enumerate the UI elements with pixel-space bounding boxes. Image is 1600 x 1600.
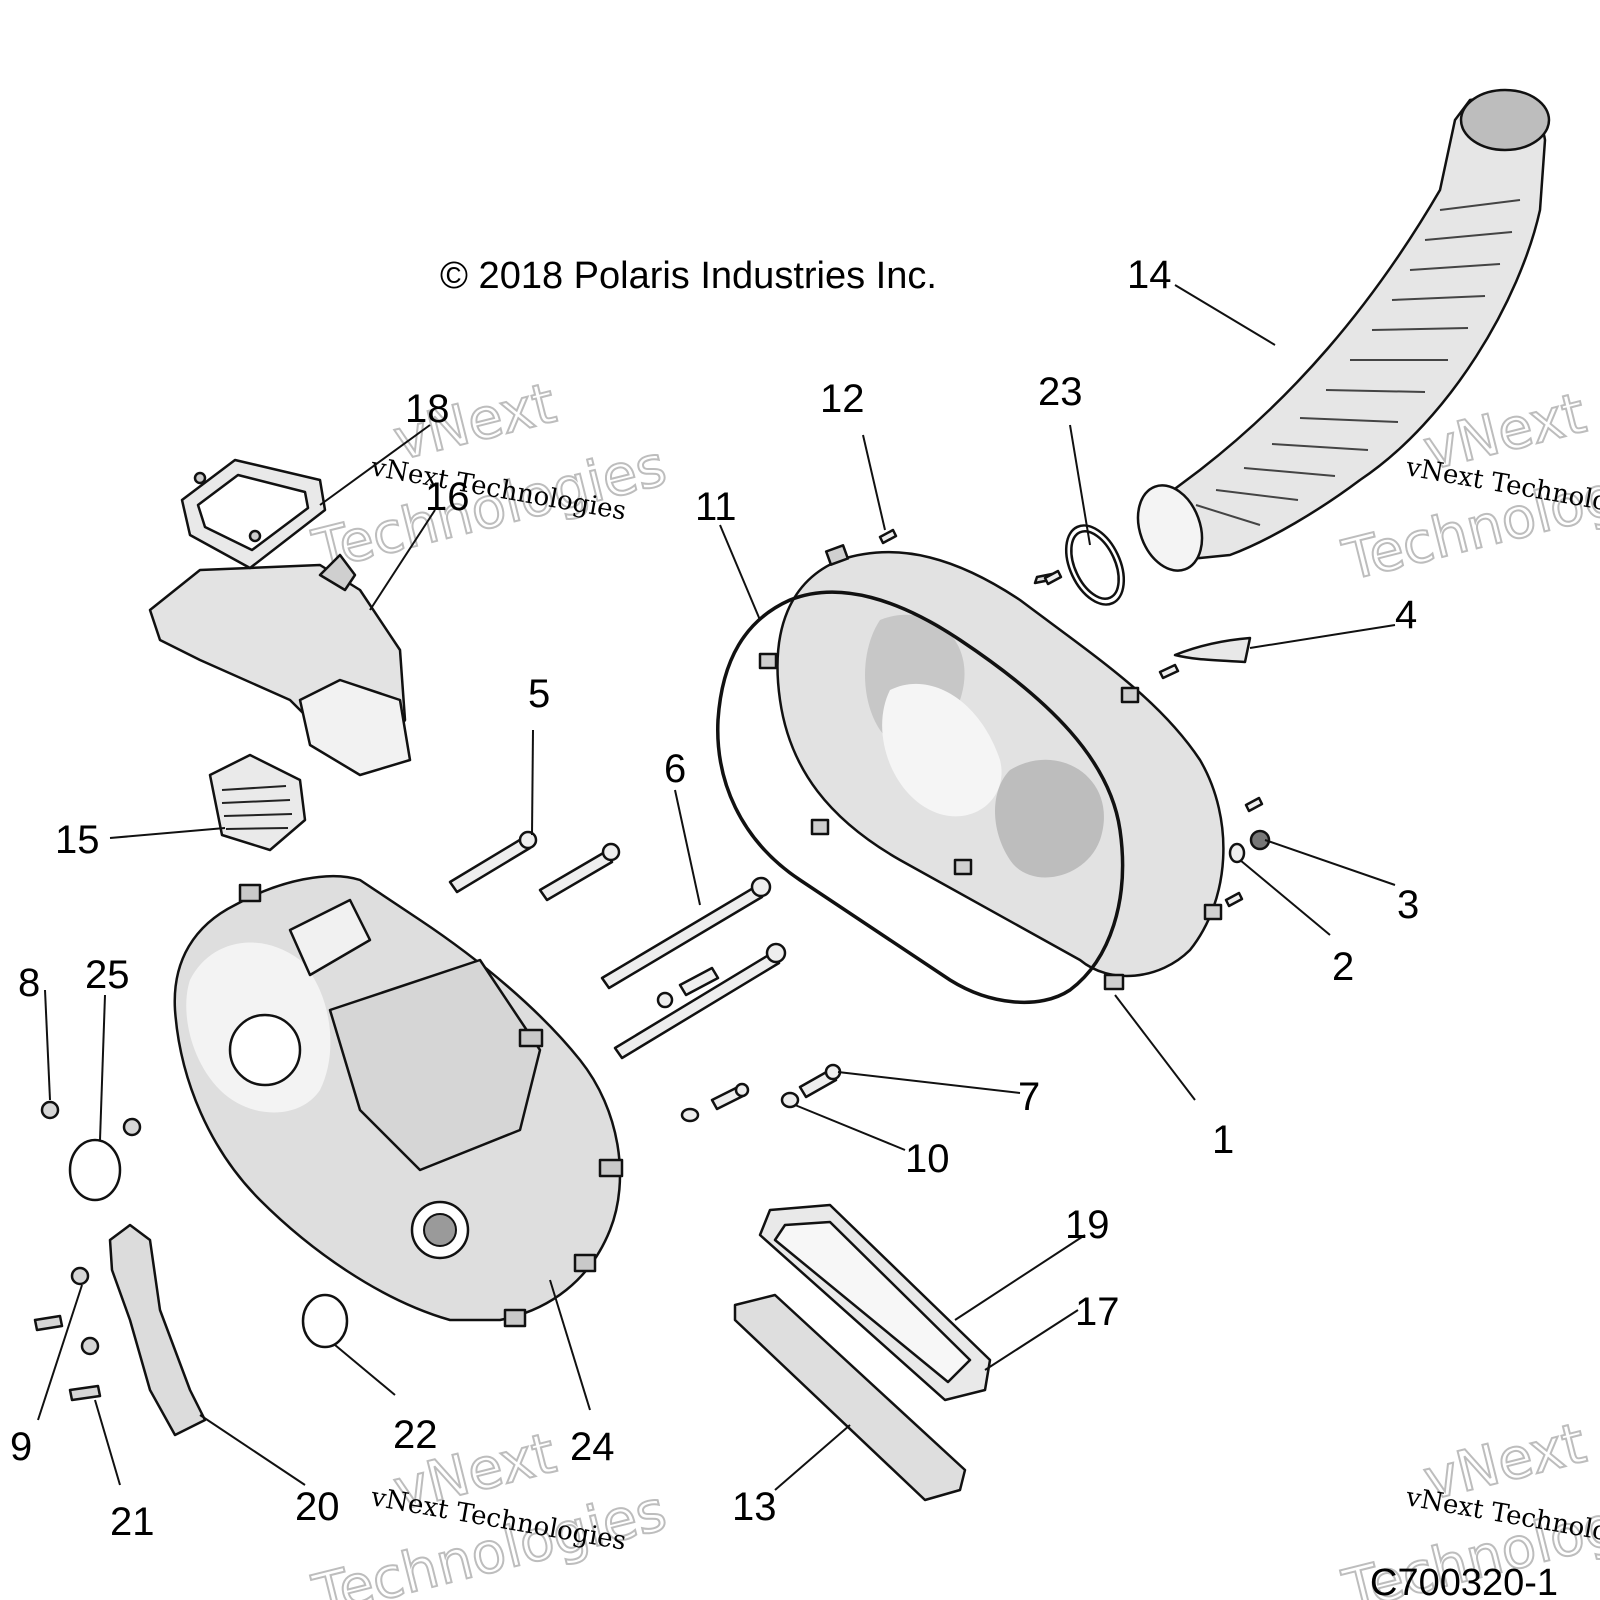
callout-9: 9 [10,1425,32,1469]
part-1-outer-cover [758,544,1225,991]
part-17-panel [758,1203,992,1402]
callout-23: 23 [1038,370,1083,414]
callout-2: 2 [1332,945,1354,989]
part-16-shroud [148,553,412,777]
callout-6: 6 [664,747,686,791]
part-11-gasket [716,590,1125,1005]
callout-16: 16 [425,475,470,519]
callout-10: 10 [905,1137,950,1181]
callout-20: 20 [295,1485,340,1529]
callout-11: 11 [695,485,737,529]
part-25-o-ring [68,1138,122,1202]
part-15-screen [208,753,307,852]
callout-12: 12 [820,377,865,421]
bolt-group [448,528,1271,1123]
part-20-bracket [108,1223,207,1437]
copyright-notice: © 2018 Polaris Industries Inc. [440,255,937,297]
part-22-o-ring [301,1293,349,1349]
part-14-intake-duct [1136,88,1551,572]
callout-1: 1 [1212,1118,1234,1162]
part-23-clamp [1033,524,1126,606]
callout-7: 7 [1018,1075,1040,1119]
callout-22: 22 [393,1413,438,1457]
part-18-cover-plate [180,458,327,570]
callout-13: 13 [732,1485,777,1529]
callout-15: 15 [55,818,100,862]
leader-lines [37,284,1396,1491]
callout-19: 19 [1065,1203,1110,1247]
callout-5: 5 [528,672,550,716]
callout-4: 4 [1395,593,1417,637]
callout-14: 14 [1127,253,1172,297]
callout-3: 3 [1397,883,1419,927]
part-13-panel [733,1293,967,1502]
callout-8: 8 [18,961,40,1005]
callout-17: 17 [1075,1290,1120,1334]
callout-labels: 1 2 3 4 5 6 7 8 9 10 11 12 13 14 15 16 1… [10,253,1419,1544]
callout-18: 18 [405,387,450,431]
part-24-inner-cover [173,874,624,1328]
part-4-decal [1173,636,1252,664]
callout-21: 21 [110,1500,155,1544]
callout-24: 24 [570,1425,615,1469]
diagram-part-number: C700320-1 [1370,1562,1558,1600]
fastener-group [33,1100,142,1402]
callout-25: 25 [85,953,130,997]
